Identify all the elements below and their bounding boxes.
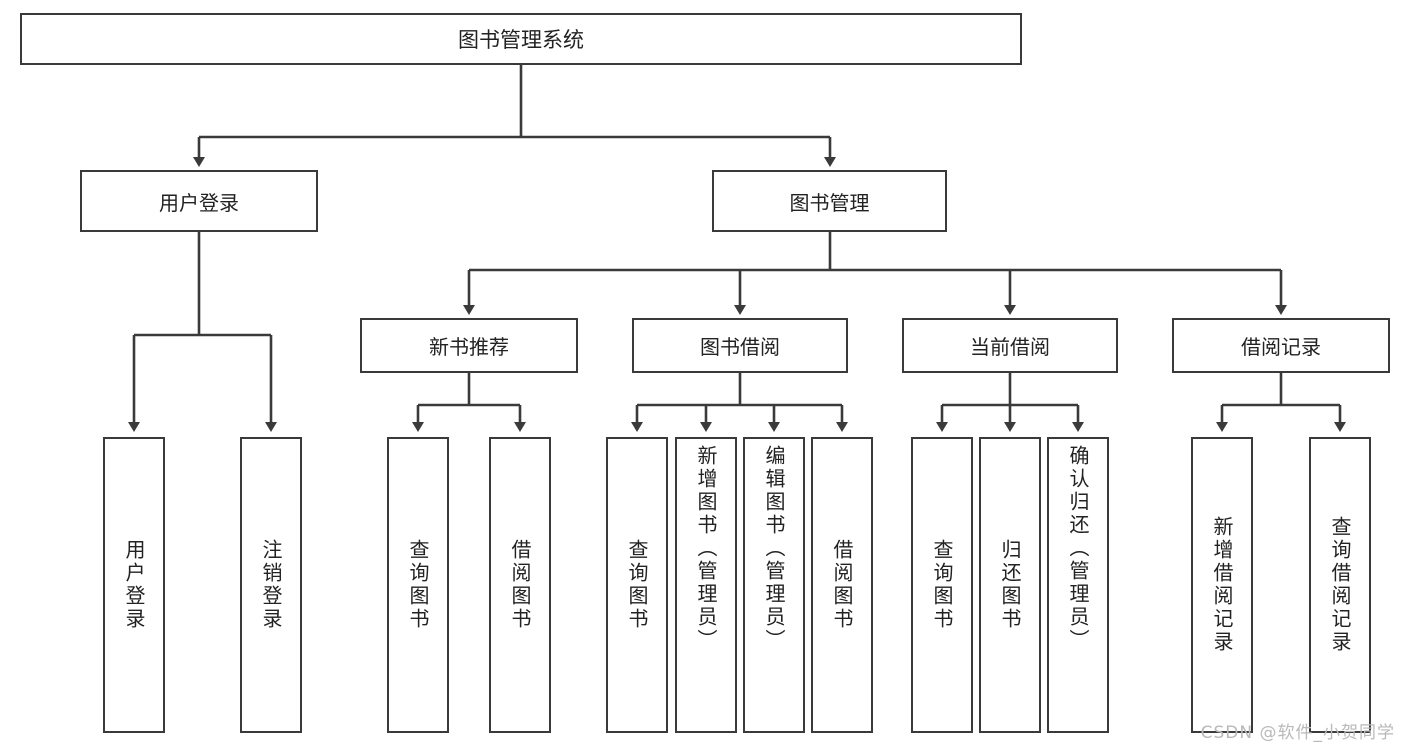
node-label: 新书推荐: [429, 335, 509, 359]
leaf-borrow-books-recommend[interactable]: 借阅图书: [489, 437, 551, 733]
node-label: 当前借阅: [970, 335, 1050, 359]
leaf-confirm-return-admin[interactable]: 确认归还（管理员）: [1047, 437, 1109, 733]
node-label: 编辑图书（管理员）: [762, 445, 786, 652]
node-label: 借阅图书: [508, 539, 532, 631]
node-root-system[interactable]: 图书管理系统: [20, 13, 1022, 65]
node-current-borrowing[interactable]: 当前借阅: [902, 318, 1118, 373]
node-label: 借阅图书: [830, 539, 854, 631]
node-label: 查询图书: [406, 539, 430, 631]
leaf-add-borrow-record[interactable]: 新增借阅记录: [1191, 437, 1253, 733]
leaf-query-books-current[interactable]: 查询图书: [911, 437, 973, 733]
node-label: 查询图书: [625, 539, 649, 631]
node-borrow-records[interactable]: 借阅记录: [1172, 318, 1390, 373]
leaf-add-book-admin[interactable]: 新增图书（管理员）: [675, 437, 737, 733]
node-user-login[interactable]: 用户登录: [80, 170, 318, 232]
leaf-logout[interactable]: 注销登录: [240, 437, 302, 733]
leaf-query-books-borrowing[interactable]: 查询图书: [606, 437, 668, 733]
node-label: 图书管理系统: [458, 28, 584, 52]
watermark: CSDN @软件_小贺同学: [1200, 723, 1395, 743]
node-label: 归还图书: [998, 539, 1022, 631]
node-label: 用户登录: [122, 539, 146, 631]
node-label: 查询借阅记录: [1328, 516, 1352, 654]
leaf-borrow-books-borrowing[interactable]: 借阅图书: [811, 437, 873, 733]
node-label: 新增借阅记录: [1210, 516, 1234, 654]
node-label: 查询图书: [930, 539, 954, 631]
leaf-return-books[interactable]: 归还图书: [979, 437, 1041, 733]
node-label: 用户登录: [159, 190, 239, 215]
node-book-management[interactable]: 图书管理: [712, 170, 947, 232]
node-new-book-recommendation[interactable]: 新书推荐: [360, 318, 578, 373]
node-label: 图书管理: [789, 190, 870, 215]
node-label: 借阅记录: [1241, 335, 1321, 359]
node-book-borrowing[interactable]: 图书借阅: [632, 318, 848, 373]
leaf-query-borrow-record[interactable]: 查询借阅记录: [1309, 437, 1371, 733]
node-label: 新增图书（管理员）: [694, 445, 718, 652]
node-label: 图书借阅: [700, 335, 780, 359]
leaf-query-books-recommend[interactable]: 查询图书: [387, 437, 449, 733]
node-label: 确认归还（管理员）: [1066, 445, 1090, 652]
leaf-edit-book-admin[interactable]: 编辑图书（管理员）: [743, 437, 805, 733]
leaf-user-login[interactable]: 用户登录: [103, 437, 165, 733]
node-label: 注销登录: [259, 539, 283, 631]
